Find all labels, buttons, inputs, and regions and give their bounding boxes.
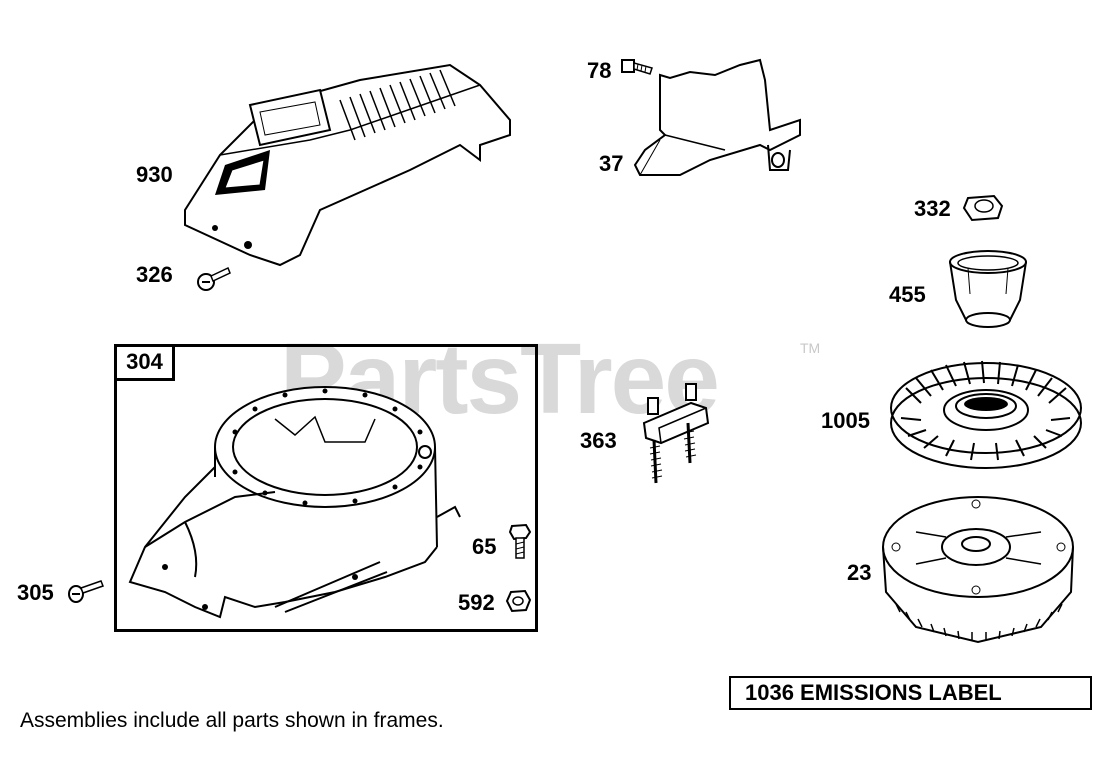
part-363-bracket-drawing	[636, 378, 716, 493]
part-304-blower-housing-drawing	[125, 367, 525, 632]
part-592-nut-drawing	[505, 589, 532, 618]
assembly-frame-304: 304	[114, 344, 538, 632]
callout-930: 930	[136, 162, 173, 187]
part-455-cup-drawing	[946, 250, 1036, 337]
part-23-flywheel-drawing	[876, 492, 1081, 657]
part-332-nut-drawing	[962, 192, 1004, 227]
part-37-air-guide-drawing	[630, 50, 810, 190]
part-305-screw-drawing	[66, 576, 106, 611]
callout-332: 332	[914, 196, 951, 221]
trademark-mark: TM	[800, 340, 821, 356]
callout-65: 65	[472, 534, 497, 559]
assemblies-footnote: Assemblies include all parts shown in fr…	[20, 709, 444, 732]
callout-455: 455	[889, 282, 926, 307]
callout-305: 305	[17, 580, 54, 605]
part-65-bolt-drawing	[508, 522, 532, 567]
callout-1005: 1005	[821, 408, 870, 433]
callout-592: 592	[458, 590, 495, 615]
callout-23: 23	[847, 560, 872, 585]
callout-78: 78	[587, 58, 612, 83]
callout-363: 363	[580, 428, 617, 453]
assembly-frame-tag: 304	[117, 347, 175, 381]
callout-37: 37	[599, 151, 624, 176]
callout-326: 326	[136, 262, 173, 287]
part-326-screw-drawing	[196, 262, 232, 297]
part-78-bolt-drawing	[620, 54, 656, 85]
part-930-cover-drawing	[180, 60, 520, 280]
emissions-label-box: 1036 EMISSIONS LABEL	[729, 676, 1092, 710]
part-1005-fan-drawing	[886, 348, 1086, 483]
